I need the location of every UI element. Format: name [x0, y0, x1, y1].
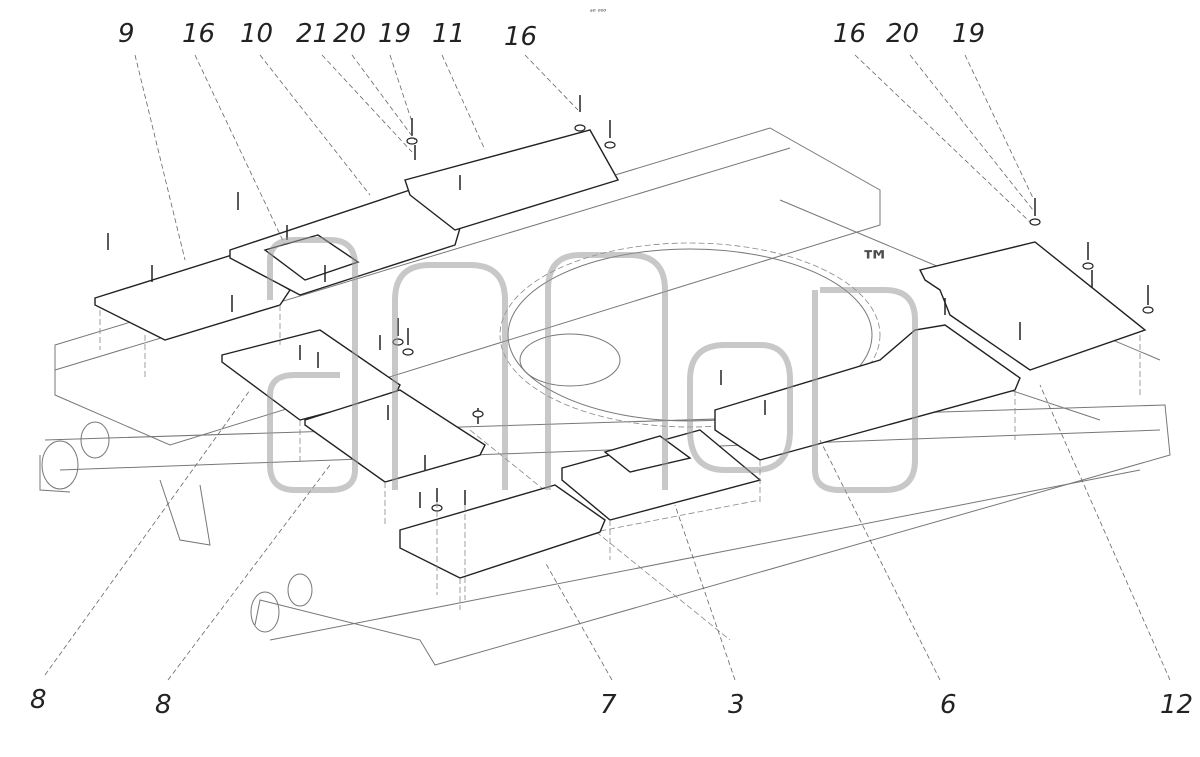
plate-3	[561, 429, 762, 521]
leader-lines	[44, 54, 1171, 681]
callout-label: 16	[833, 19, 866, 49]
callout-label: 12	[1160, 690, 1193, 720]
callout-label: 7	[600, 690, 617, 720]
callout-label: 3	[728, 690, 745, 720]
callout-label: 11	[432, 19, 465, 49]
header-note: ᵃ⁰ ⁰⁰⁰	[590, 8, 606, 16]
callout-label: 20	[886, 19, 919, 49]
cover-plates	[94, 129, 1147, 579]
plate-11	[404, 129, 620, 231]
plate-3-lid	[603, 435, 692, 473]
plate-12	[918, 241, 1147, 371]
callout-label: 19	[952, 19, 985, 49]
trademark-mark: ™	[860, 245, 890, 280]
callout-label: 16	[182, 19, 215, 49]
callout-label: 8	[155, 690, 172, 720]
callout-label: 8	[30, 685, 47, 715]
callout-label: 20	[333, 19, 366, 49]
callout-label: 10	[240, 19, 273, 49]
watermark-logo: ™	[267, 237, 918, 493]
callout-label: 6	[940, 690, 957, 720]
callout-label: 19	[378, 19, 411, 49]
chassis-frame	[39, 127, 1171, 666]
callout-label: 9	[118, 19, 135, 49]
callout-labels: 9 16 10 21 20 19 11 16 16 20 19 8 8 7 3 …	[30, 19, 1193, 720]
plate-7	[399, 484, 606, 579]
fasteners	[99, 95, 1154, 610]
callout-label: 16	[504, 22, 537, 52]
callout-label: 21	[296, 19, 329, 49]
